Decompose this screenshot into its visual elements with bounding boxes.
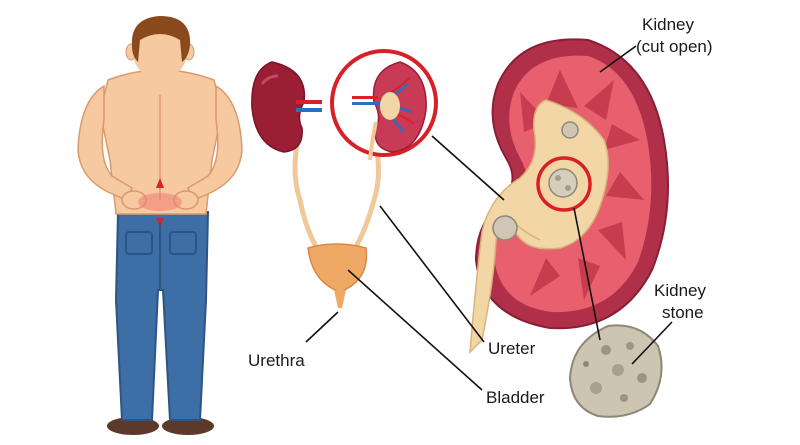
callout-lines bbox=[305, 45, 673, 391]
urinary-system-icon bbox=[251, 61, 382, 308]
callout-zoom-to-kidney bbox=[431, 135, 505, 201]
label-urethra: Urethra bbox=[248, 351, 305, 370]
label-ureter: Ureter bbox=[488, 339, 536, 358]
label-bladder: Bladder bbox=[486, 388, 545, 407]
kidney-stone-icon bbox=[568, 324, 663, 418]
callout-ureter bbox=[379, 205, 485, 343]
callout-bladder bbox=[347, 269, 483, 391]
callout-kidney bbox=[599, 45, 637, 73]
label-stone-line1: Kidney bbox=[654, 281, 706, 300]
person-back-pain-icon bbox=[77, 16, 243, 435]
label-kidney-line2: (cut open) bbox=[636, 37, 713, 56]
label-kidney-line1: Kidney bbox=[642, 15, 694, 34]
kidney-magnify-circle bbox=[330, 49, 438, 161]
label-stone-line2: stone bbox=[662, 303, 704, 322]
callout-stone bbox=[631, 321, 673, 365]
kidney-cross-section-icon bbox=[469, 38, 669, 354]
callout-zoom-stone bbox=[573, 207, 601, 341]
callout-urethra bbox=[305, 311, 339, 343]
